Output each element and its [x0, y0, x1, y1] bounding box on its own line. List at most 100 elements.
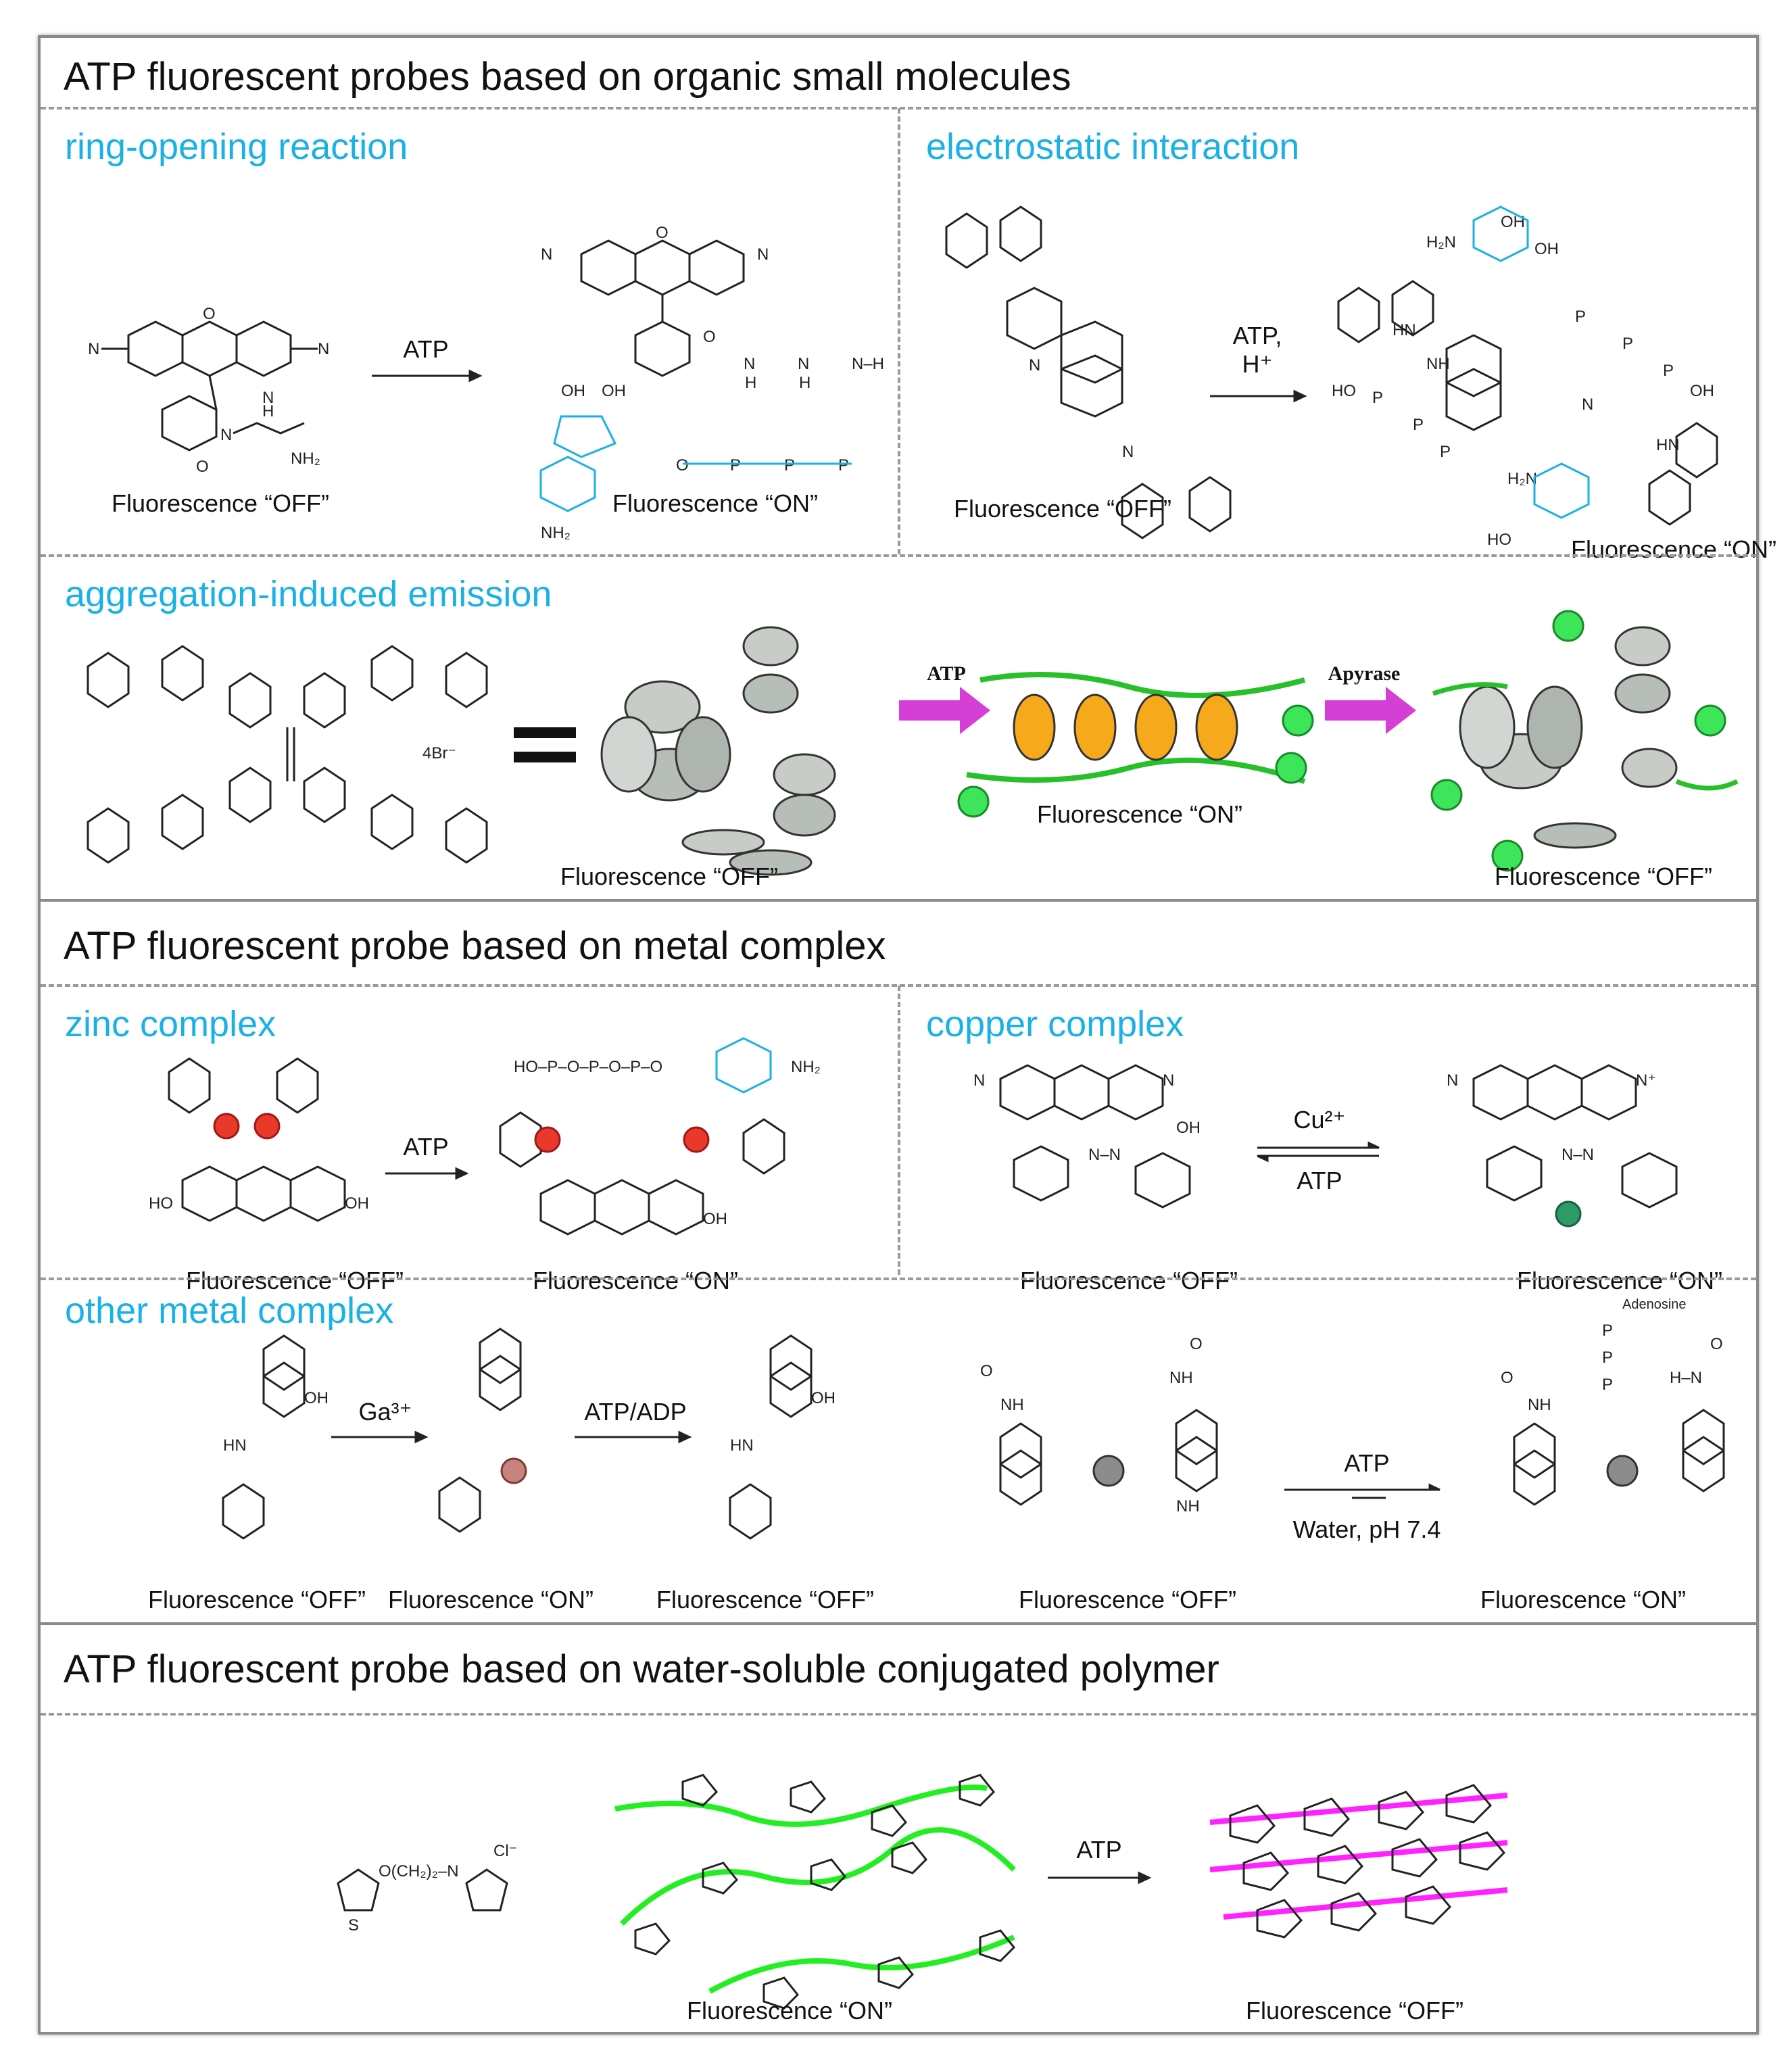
polythiophene-imidazolium-structure: SO(CH₂)₂–N Cl⁻ [337, 1842, 517, 1935]
reversible-arrow [1257, 1141, 1380, 1163]
europium-complex-on-structure: Adenosine PPP ONH H–NO [1501, 1297, 1725, 1506]
svg-text:P: P [784, 456, 795, 475]
svg-text:OH: OH [1690, 382, 1714, 400]
arrow-label-polymer-atp: ATP [1076, 1836, 1122, 1864]
copper-probe-off-structure: N N N–N OH [973, 1064, 1201, 1209]
svg-text:O: O [980, 1362, 993, 1380]
arrow-label-ga: Ga³⁺ [358, 1398, 412, 1426]
label-aie-on: Fluorescence “ON” [1036, 800, 1243, 828]
svg-text:HN: HN [223, 1436, 247, 1455]
gallium-complex-on-structure [438, 1328, 527, 1533]
zinc-complex-off-structure: HO OH [149, 1057, 369, 1222]
arrow-label-atp-aie: ATP [927, 662, 966, 685]
zinc-complex-atp-structure: HO–P–O–P–O–P–O NH₂ OH [499, 1037, 821, 1236]
svg-text:N: N [798, 355, 809, 373]
svg-text:N–N: N–N [1088, 1146, 1121, 1164]
label-ring-opening-off: Fluorescence “OFF” [111, 489, 330, 517]
svg-text:OH: OH [602, 382, 626, 400]
svg-text:OH: OH [1176, 1119, 1201, 1137]
divider [41, 554, 1756, 557]
svg-text:P: P [730, 456, 741, 475]
label-electrostatic-on: Fluorescence “ON” [1570, 535, 1777, 563]
label-ga-off: Fluorescence “OFF” [147, 1586, 366, 1613]
aie-arrow-atp [899, 687, 990, 734]
panel-title-zinc: zinc complex [65, 1004, 276, 1044]
aie-monomers-graphic [600, 626, 836, 876]
svg-text:HO–P–O–P–O–P–O: HO–P–O–P–O–P–O [514, 1058, 662, 1076]
svg-text:N: N [744, 355, 755, 373]
reaction-arrow [1210, 389, 1307, 403]
svg-text:P: P [1663, 362, 1674, 380]
label-zinc-off: Fluorescence “OFF” [185, 1267, 404, 1294]
svg-text:P: P [1602, 1376, 1613, 1394]
svg-text:N: N [1163, 1071, 1174, 1090]
svg-text:N–H: N–H [852, 355, 884, 373]
panel-title-copper: copper complex [926, 1004, 1184, 1044]
label-ga-on: Fluorescence “ON” [387, 1586, 594, 1613]
svg-text:O: O [196, 458, 209, 476]
svg-text:P: P [1602, 1321, 1613, 1340]
arrow-label-atp: ATP, [1232, 322, 1282, 349]
svg-text:O: O [1710, 1335, 1723, 1353]
section-title-metal-complex: ATP fluorescent probe based on metal com… [64, 924, 886, 968]
svg-text:H–N: H–N [1670, 1369, 1702, 1387]
divider [41, 1278, 1756, 1280]
reaction-arrow [331, 1430, 429, 1444]
label-copper-off: Fluorescence “OFF” [1019, 1267, 1238, 1294]
label-ga-recovered-off: Fluorescence “OFF” [656, 1586, 875, 1613]
svg-text:O: O [1501, 1369, 1513, 1387]
svg-text:N: N [973, 1071, 985, 1090]
panel-title-electrostatic: electrostatic interaction [926, 126, 1300, 167]
reaction-arrow [1048, 1871, 1152, 1885]
arrow-label-water-ph: Water, pH 7.4 [1292, 1515, 1441, 1543]
anthracene-piperazine-structure: NN [945, 205, 1232, 539]
aie-disassembled-graphic [1430, 610, 1739, 872]
label-polymer-on: Fluorescence “ON” [686, 1997, 893, 2024]
svg-text:OH: OH [345, 1194, 369, 1213]
svg-text:H: H [799, 374, 810, 392]
svg-text:N: N [1122, 443, 1134, 461]
svg-text:OH: OH [561, 382, 585, 400]
panel-title-ring-opening: ring-opening reaction [65, 126, 408, 167]
svg-text:N: N [220, 426, 232, 444]
svg-text:NH₂: NH₂ [791, 1058, 821, 1076]
equals-bar-bottom [514, 752, 576, 762]
equals-bar-top [514, 727, 576, 738]
arrow-label-atp-adp: ATP/ADP [584, 1398, 687, 1426]
svg-text:HO: HO [149, 1194, 173, 1213]
tetraphenylethylene-pyridinium-structure: 4Br⁻ [87, 645, 488, 864]
reversible-arrow [1284, 1483, 1440, 1499]
label-aie-off-left: Fluorescence “OFF” [560, 863, 779, 890]
svg-text:N: N [541, 245, 552, 264]
arrow-label-atp: ATP [403, 335, 449, 363]
svg-text:N: N [1447, 1071, 1458, 1090]
label-aie-off-right: Fluorescence “OFF” [1494, 863, 1713, 890]
arrow-label-zinc-atp: ATP [403, 1133, 449, 1161]
europium-complex-off-structure: ONH NHO NH [980, 1335, 1218, 1515]
label-zinc-on: Fluorescence “ON” [532, 1267, 739, 1294]
svg-text:H₂N: H₂N [1507, 470, 1537, 488]
svg-text:P: P [1372, 389, 1383, 407]
rhodamine-off-structure: O N N NO NH₂ HN [88, 305, 329, 476]
aie-aggregate-graphic [957, 672, 1314, 818]
svg-text:O: O [656, 224, 669, 242]
reaction-arrow [372, 369, 483, 383]
svg-text:HO: HO [1487, 531, 1511, 549]
reaction-arrow [385, 1167, 469, 1180]
svg-text:NH: NH [1000, 1396, 1024, 1414]
svg-text:P: P [1575, 308, 1586, 326]
arrow-label-h-plus: H⁺ [1242, 350, 1273, 378]
label-eu-off: Fluorescence “OFF” [1018, 1586, 1237, 1613]
svg-text:NH: NH [1528, 1396, 1551, 1414]
svg-text:OH: OH [304, 1389, 329, 1407]
svg-text:NH: NH [1169, 1369, 1193, 1387]
section-title-small-molecules: ATP fluorescent probes based on organic … [64, 55, 1071, 99]
label-polymer-off: Fluorescence “OFF” [1245, 1997, 1464, 2024]
reaction-arrow [575, 1430, 692, 1444]
arrow-label-apyrase: Apyrase [1328, 662, 1401, 685]
divider [41, 1713, 1756, 1716]
svg-text:OH: OH [703, 1210, 727, 1228]
svg-text:O(CH₂)₂–N: O(CH₂)₂–N [379, 1862, 459, 1880]
